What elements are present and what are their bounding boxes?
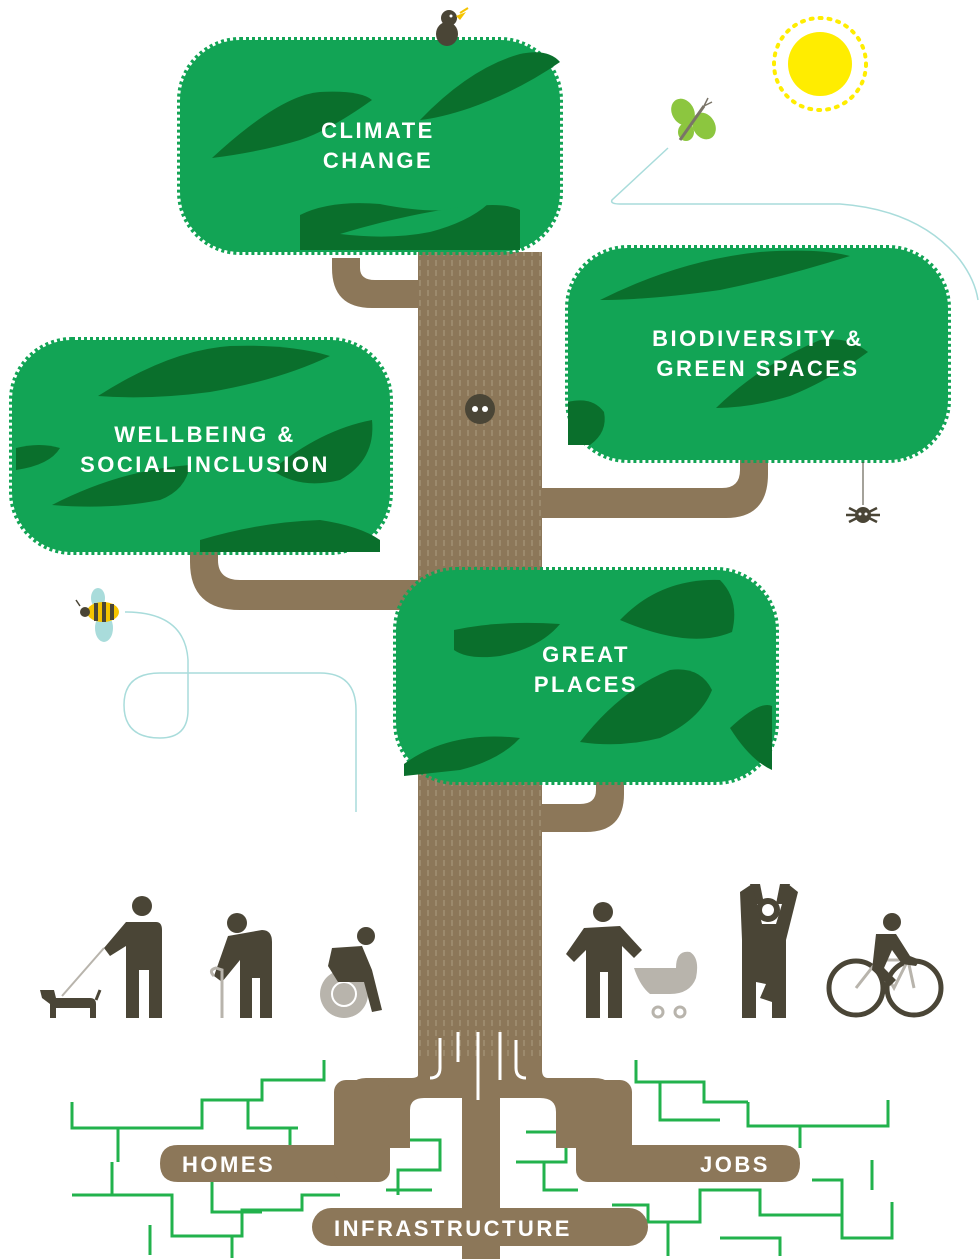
owl-hole-icon	[465, 394, 495, 424]
flight-paths	[123, 147, 979, 812]
sun-icon	[772, 16, 868, 112]
dog-walker-icon	[40, 896, 162, 1018]
crown-labels: CLIMATE CHANGE BIODIVERSITY & GREEN SPAC…	[80, 118, 864, 697]
wellbeing-label-line1: WELLBEING &	[114, 422, 296, 447]
wellbeing-label-line2: SOCIAL INCLUSION	[80, 452, 330, 477]
great-places-label-line1: GREAT	[542, 642, 630, 667]
biodiversity-label-line1: BIODIVERSITY &	[652, 326, 864, 351]
elderly-with-cane-icon	[209, 913, 272, 1018]
crown-climate-change	[177, 37, 563, 255]
homes-label: HOMES	[182, 1152, 275, 1177]
yoga-person-icon	[740, 884, 798, 1018]
jobs-label: JOBS	[700, 1152, 770, 1177]
root-labels: HOMES JOBS INFRASTRUCTURE	[182, 1152, 770, 1241]
branches	[190, 258, 768, 832]
spider-icon	[846, 462, 880, 524]
crown-wellbeing	[9, 337, 393, 555]
wheelchair-user-icon	[320, 927, 382, 1018]
root-label-plates	[160, 1080, 800, 1246]
cyclist-icon	[826, 913, 944, 1018]
biodiversity-label-line2: GREEN SPACES	[656, 356, 859, 381]
bee-icon	[75, 588, 119, 642]
infrastructure-label: INFRASTRUCTURE	[334, 1216, 572, 1241]
butterfly-icon	[671, 97, 716, 141]
parent-with-pram-icon	[566, 902, 698, 1019]
great-places-label-line2: PLACES	[534, 672, 638, 697]
climate-label-line2: CHANGE	[323, 148, 433, 173]
bird-icon	[436, 7, 469, 46]
climate-label-line1: CLIMATE	[321, 118, 435, 143]
crown-great-places	[393, 567, 779, 785]
crown-biodiversity	[565, 245, 951, 463]
